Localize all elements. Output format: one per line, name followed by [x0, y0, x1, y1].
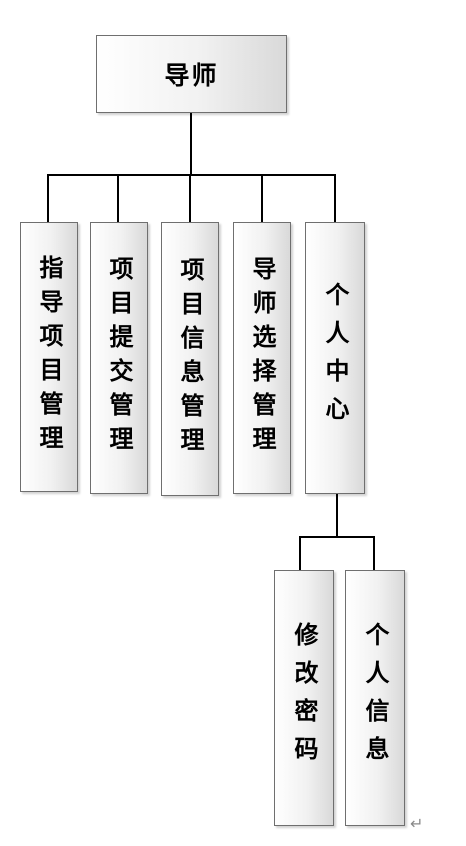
node-project-info-management-label: 项目信息管理	[176, 257, 204, 461]
node-guidance-project-management: 指导项目管理	[20, 222, 78, 492]
node-advisor-selection-management: 导师选择管理	[233, 222, 291, 494]
node-guidance-project-management-label: 指导项目管理	[35, 255, 63, 459]
root-node-box: 导师	[96, 35, 287, 113]
node-advisor-selection-management-label: 导师选择管理	[248, 256, 276, 460]
paragraph-mark-icon: ↵	[410, 814, 424, 833]
node-personal-info: 个人信息	[345, 570, 405, 826]
node-change-password: 修改密码	[274, 570, 334, 826]
node-change-password-label: 修改密码	[290, 622, 318, 774]
node-personal-center-label: 个人中心	[321, 282, 349, 434]
node-personal-info-label: 个人信息	[361, 622, 389, 774]
node-personal-center: 个人中心	[305, 222, 365, 494]
node-project-submission-management-label: 项目提交管理	[105, 256, 133, 460]
root-node-label: 导师	[164, 61, 219, 90]
node-project-info-management: 项目信息管理	[161, 222, 219, 496]
node-project-submission-management: 项目提交管理	[90, 222, 148, 494]
